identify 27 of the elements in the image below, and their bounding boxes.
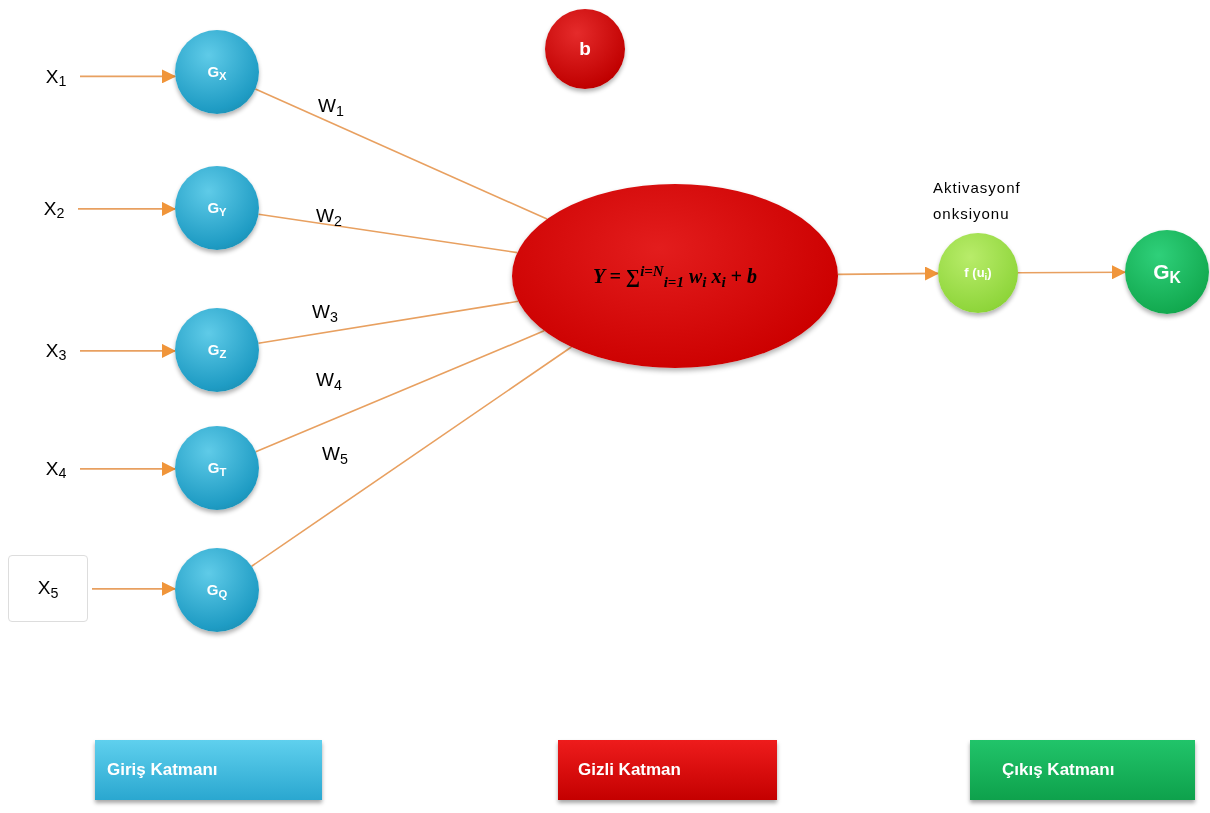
connector-line	[257, 300, 520, 345]
connector-line	[257, 213, 519, 254]
layer-box: Giriş Katmanı	[95, 740, 322, 800]
arrow	[91, 581, 176, 596]
node-caption: Aktivasyonf onksiyonu	[933, 178, 1022, 224]
arrow	[79, 461, 176, 476]
edge-label: W$_{1}$	[318, 94, 344, 121]
arrow	[837, 266, 939, 281]
arrow	[1017, 265, 1126, 280]
input-label: X$_{3}$	[36, 336, 76, 366]
connector-line	[250, 346, 573, 568]
input-box: X$_{5}$	[8, 555, 88, 622]
input-label: X$_{1}$	[36, 62, 76, 92]
edge-label: W$_{5}$	[322, 442, 348, 469]
edge-label: W$_{4}$	[316, 368, 342, 395]
input-label: X$_{2}$	[34, 194, 74, 224]
arrow	[77, 201, 176, 216]
input-label: X$_{4}$	[36, 454, 76, 484]
summation-ellipse: Y = ∑$^{i=N}$$_{i=1}$ w$_{i}$ x$_{i}$ + b	[512, 184, 838, 368]
arrow	[79, 343, 176, 358]
connector-line	[254, 330, 545, 453]
layer-box: Gizli Katman	[558, 740, 777, 800]
arrow	[79, 69, 176, 84]
connector-line	[254, 88, 548, 220]
edge-label: W$_{3}$	[312, 300, 338, 327]
layer-box: Çıkış Katmanı	[970, 740, 1195, 800]
edge-label: W$_{2}$	[316, 204, 342, 231]
